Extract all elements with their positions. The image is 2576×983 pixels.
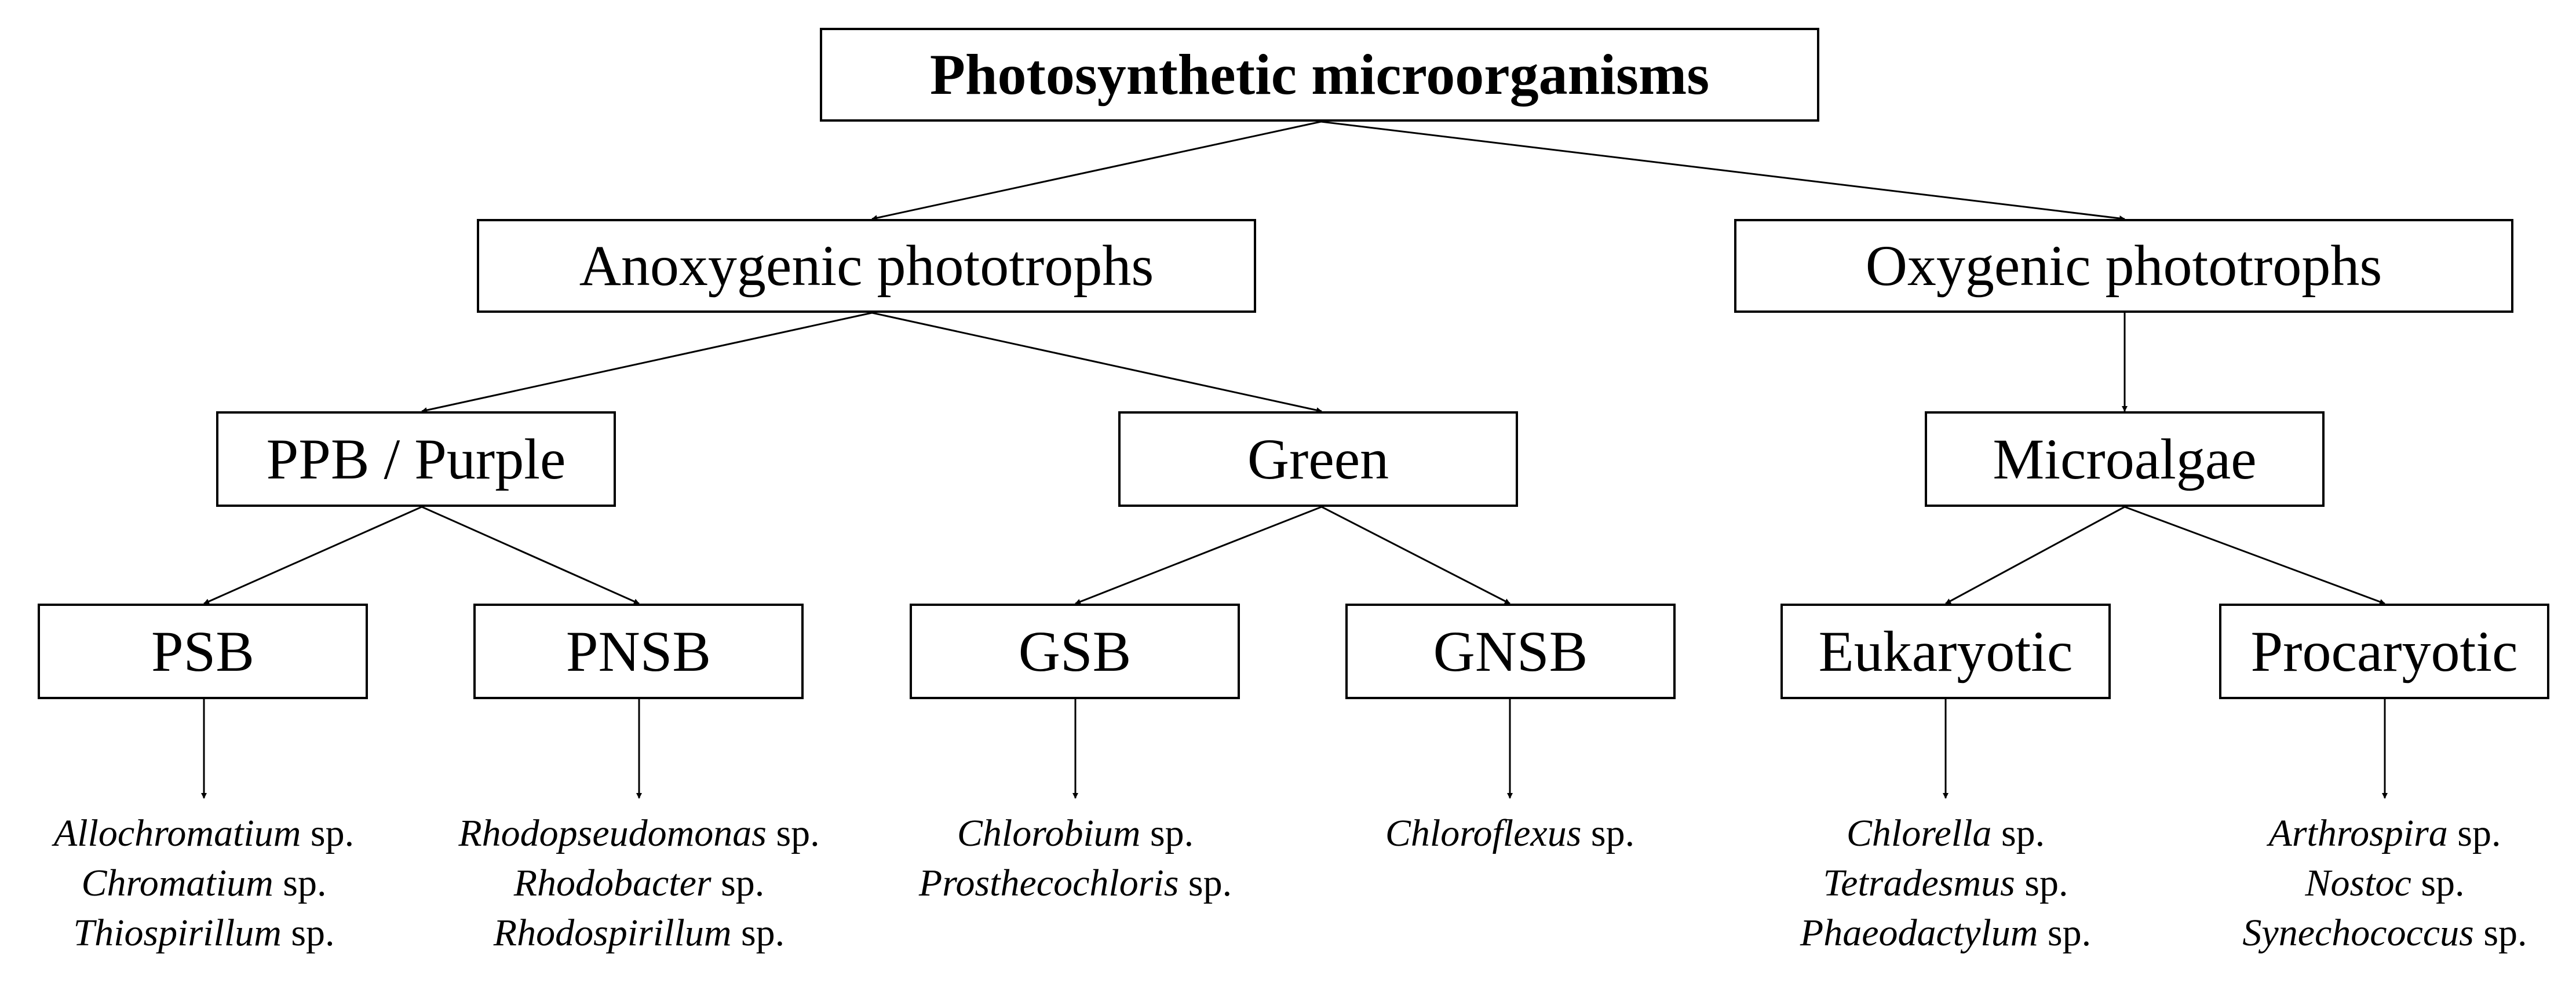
species-item: Chromatium sp. [1,858,407,908]
species-suffix: sp. [2038,912,2092,954]
node-label: Microalgae [1993,426,2257,491]
edge-root-oxygenic [1320,120,2125,221]
species-genus: Rhodospirillum [493,912,732,954]
edge-root-anoxygenic [871,120,1322,221]
species-suffix: sp. [281,912,335,954]
species-genus: Tetradesmus [1823,862,2015,904]
node-label: PPB / Purple [266,426,566,491]
species-item: Allochromatium sp. [1,809,407,858]
edge-green-gsb [1075,506,1322,605]
species-suffix: sp. [2473,912,2527,954]
node-label: Oxygenic phototrophs [1865,233,2382,298]
species-genus: Chromatium [81,862,273,904]
species-item: Arthrospira sp. [2182,809,2576,858]
species-item: Prosthecochloris sp. [873,858,1278,908]
node-oxygenic-phototrophs: Oxygenic phototrophs [1734,219,2513,313]
species-item: Chlorobium sp. [873,809,1278,858]
species-item: Thiospirillum sp. [1,908,407,958]
species-item: Tetradesmus sp. [1743,858,2148,908]
node-gsb: GSB [910,604,1240,699]
node-label: Eukaryotic [1818,619,2073,684]
species-suffix: sp. [1991,812,2045,854]
node-label: Procaryotic [2250,619,2518,684]
species-list-procaryotic: Arthrospira sp.Nostoc sp.Synechococcus s… [2182,809,2576,958]
node-label: GSB [1018,619,1132,684]
edge-purple-psb [203,506,422,605]
node-psb: PSB [38,604,368,699]
species-item: Chloroflexus sp. [1307,809,1713,858]
node-eukaryotic: Eukaryotic [1780,604,2111,699]
species-genus: Synechococcus [2242,912,2474,954]
species-item: Chlorella sp. [1743,809,2148,858]
node-photosynthetic-microorganisms: Photosynthetic microorganisms [820,28,1819,122]
species-list-gsb: Chlorobium sp.Prosthecochloris sp. [873,809,1278,908]
species-item: Nostoc sp. [2182,858,2576,908]
node-label: PNSB [565,619,711,684]
species-genus: Prosthecochloris [918,862,1179,904]
edge-purple-pnsb [421,506,640,605]
edge-microalgae-procaryotic [2124,506,2385,605]
species-genus: Rhodobacter [513,862,711,904]
node-label: GNSB [1433,619,1588,684]
node-microalgae: Microalgae [1925,411,2325,507]
species-genus: Chlorella [1846,812,1992,854]
species-suffix: sp. [273,862,327,904]
species-item: Phaeodactylum sp. [1743,908,2148,958]
species-list-eukaryotic: Chlorella sp.Tetradesmus sp.Phaeodactylu… [1743,809,2148,958]
species-list-pnsb: Rhodopseudomonas sp.Rhodobacter sp.Rhodo… [407,809,871,958]
node-procaryotic: Procaryotic [2219,604,2549,699]
species-suffix: sp. [731,912,785,954]
species-suffix: sp. [711,862,765,904]
species-suffix: sp. [766,812,820,854]
species-genus: Thiospirillum [73,912,282,954]
species-genus: Nostoc [2305,862,2411,904]
species-genus: Rhodopseudomonas [458,812,767,854]
species-suffix: sp. [1178,862,1232,904]
species-suffix: sp. [1581,812,1635,854]
species-item: Rhodopseudomonas sp. [407,809,871,858]
species-genus: Phaeodactylum [1800,912,2038,954]
species-suffix: sp. [2447,812,2501,854]
species-list-psb: Allochromatium sp.Chromatium sp.Thiospir… [1,809,407,958]
species-list-gnsb: Chloroflexus sp. [1307,809,1713,858]
edge-anoxygenic-green [871,312,1322,413]
species-genus: Chloroflexus [1385,812,1582,854]
node-green: Green [1118,411,1518,507]
species-item: Synechococcus sp. [2182,908,2576,958]
edge-microalgae-eukaryotic [1945,506,2125,605]
node-label: Green [1247,426,1389,491]
node-label: Anoxygenic phototrophs [579,233,1154,298]
edge-green-gnsb [1321,506,1510,605]
node-pnsb: PNSB [473,604,804,699]
species-genus: Chlorobium [957,812,1141,854]
species-suffix: sp. [1140,812,1194,854]
edge-anoxygenic-purple [421,312,873,413]
species-suffix: sp. [301,812,355,854]
species-genus: Arthrospira [2268,812,2448,854]
species-item: Rhodospirillum sp. [407,908,871,958]
species-suffix: sp. [2015,862,2068,904]
species-suffix: sp. [2411,862,2465,904]
species-genus: Allochromatium [53,812,301,854]
node-label: PSB [151,619,254,684]
node-ppb-purple: PPB / Purple [216,411,616,507]
node-anoxygenic-phototrophs: Anoxygenic phototrophs [477,219,1256,313]
node-label: Photosynthetic microorganisms [929,42,1710,107]
species-item: Rhodobacter sp. [407,858,871,908]
node-gnsb: GNSB [1345,604,1676,699]
